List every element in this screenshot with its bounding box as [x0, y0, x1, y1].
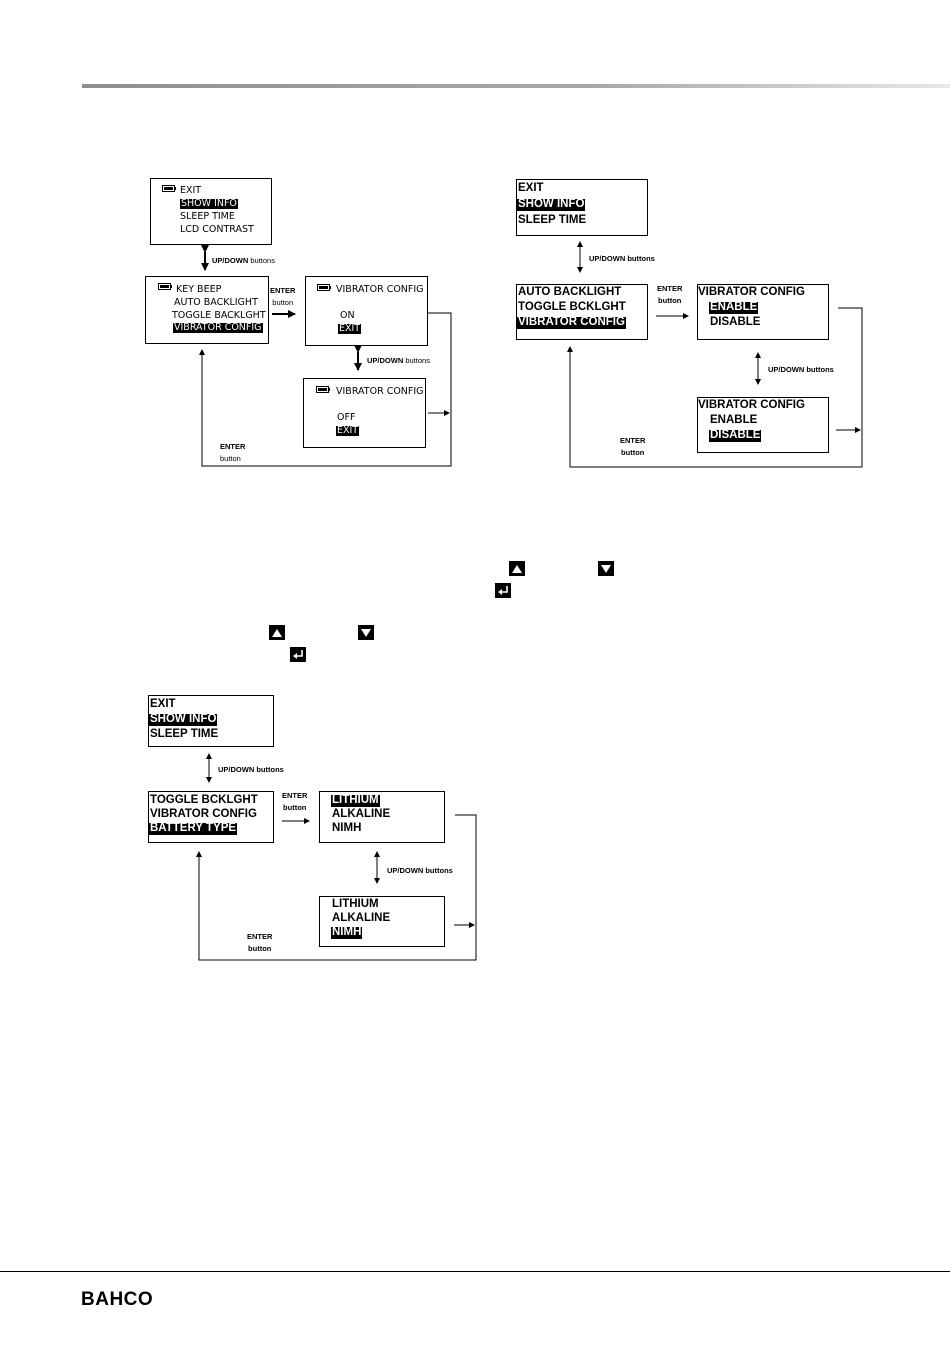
d3-exit-line [196, 814, 477, 961]
d3-menu-top-screen: EXIT SHOW INFO SLEEP TIME [148, 695, 274, 747]
d1-vibrator-on-screen: VIBRATOR CONFIG ON EXIT [305, 276, 428, 346]
menu-item: SLEEP TIME [150, 728, 219, 740]
footer-rule [0, 1271, 950, 1272]
updown-label: UP/DOWN buttons [367, 356, 430, 365]
menu-item: TOGGLE BCKLGHT [150, 794, 258, 806]
battery-icon [158, 283, 172, 290]
d2-vibrator-enable-screen: VIBRATOR CONFIG ENABLE DISABLE [697, 284, 829, 340]
d2-menu-mid-screen: AUTO BACKLIGHT TOGGLE BCKLGHT VIBRATOR C… [516, 284, 648, 340]
option-enable: ENABLE [710, 414, 758, 426]
updown-label: UP/DOWN buttons [212, 256, 275, 265]
screen-title: VIBRATOR CONFIG [336, 284, 424, 295]
menu-item: LCD CONTRAST [180, 224, 254, 235]
menu-item-selected: SHOW INFO [180, 198, 238, 209]
option-enable-selected: ENABLE [709, 301, 759, 314]
option-disable: DISABLE [710, 316, 761, 328]
menu-item-selected: BATTERY TYPE [149, 822, 238, 835]
menu-item-selected: SHOW INFO [517, 198, 586, 211]
down-triangle-icon [358, 625, 374, 640]
d3-battery-lithium-screen: LITHIUM ALKALINE NIMH [319, 791, 445, 843]
battery-icon [317, 284, 331, 291]
menu-item: SLEEP TIME [180, 211, 235, 222]
menu-item-selected: VIBRATOR CONFIG [517, 316, 626, 329]
d2-vibrator-disable-screen: VIBRATOR CONFIG ENABLE DISABLE [697, 397, 829, 453]
menu-item: TOGGLE BCKLGHT [518, 301, 626, 313]
header-rule [82, 84, 950, 88]
d1-menu-mid-screen: KEY BEEP AUTO BACKLIGHT TOGGLE BACKLGHT … [145, 276, 269, 344]
option-lithium: LITHIUM [332, 898, 379, 910]
menu-item: SLEEP TIME [518, 214, 587, 226]
menu-item: EXIT [518, 182, 544, 194]
screen-title: VIBRATOR CONFIG [698, 286, 805, 298]
menu-item-selected: VIBRATOR CONFIG [173, 322, 263, 333]
screen-title: VIBRATOR CONFIG [698, 399, 805, 411]
up-triangle-icon [269, 625, 285, 640]
option-nimh-selected: NIMH [331, 926, 363, 939]
option-nimh: NIMH [332, 822, 362, 834]
d1-exit-line [199, 312, 452, 467]
d3-menu-mid-screen: TOGGLE BCKLGHT VIBRATOR CONFIG BATTERY T… [148, 791, 274, 843]
updown-label: UP/DOWN buttons [768, 365, 834, 374]
option-exit-selected: EXIT [338, 323, 362, 334]
updown-label: UP/DOWN buttons [218, 765, 284, 774]
up-triangle-icon [509, 561, 525, 576]
option-on: ON [340, 310, 355, 321]
d1-menu-top-screen: EXIT SHOW INFO SLEEP TIME LCD CONTRAST [150, 178, 272, 245]
updown-label: UP/DOWN buttons [387, 866, 453, 875]
battery-icon [316, 386, 330, 393]
battery-icon [162, 185, 176, 192]
menu-item: VIBRATOR CONFIG [150, 808, 257, 820]
menu-item: AUTO BACKLIGHT [518, 286, 622, 298]
option-alkaline: ALKALINE [332, 808, 391, 820]
d3-battery-nimh-screen: LITHIUM ALKALINE NIMH [319, 896, 445, 947]
option-disable-selected: DISABLE [709, 429, 762, 442]
d2-exit-line [567, 307, 863, 468]
enter-return-icon [290, 647, 306, 662]
enter-return-icon [495, 583, 511, 598]
menu-item-selected: SHOW INFO [149, 713, 218, 726]
option-alkaline: ALKALINE [332, 912, 391, 924]
brand-logo: BAHCO [81, 1289, 154, 1310]
menu-item: EXIT [180, 185, 202, 196]
menu-item: EXIT [150, 698, 176, 710]
d1-vibrator-off-screen: VIBRATOR CONFIG OFF EXIT [303, 378, 426, 448]
option-off: OFF [337, 412, 356, 423]
option-exit-selected: EXIT [336, 425, 360, 436]
screen-title: VIBRATOR CONFIG [336, 386, 424, 397]
menu-item: AUTO BACKLIGHT [174, 297, 258, 308]
menu-item: TOGGLE BACKLGHT [172, 310, 266, 321]
down-triangle-icon [598, 561, 614, 576]
menu-item: KEY BEEP [176, 284, 222, 295]
option-lithium-selected: LITHIUM [331, 794, 380, 807]
updown-label: UP/DOWN buttons [589, 254, 655, 263]
d2-menu-top-screen: EXIT SHOW INFO SLEEP TIME [516, 179, 648, 236]
